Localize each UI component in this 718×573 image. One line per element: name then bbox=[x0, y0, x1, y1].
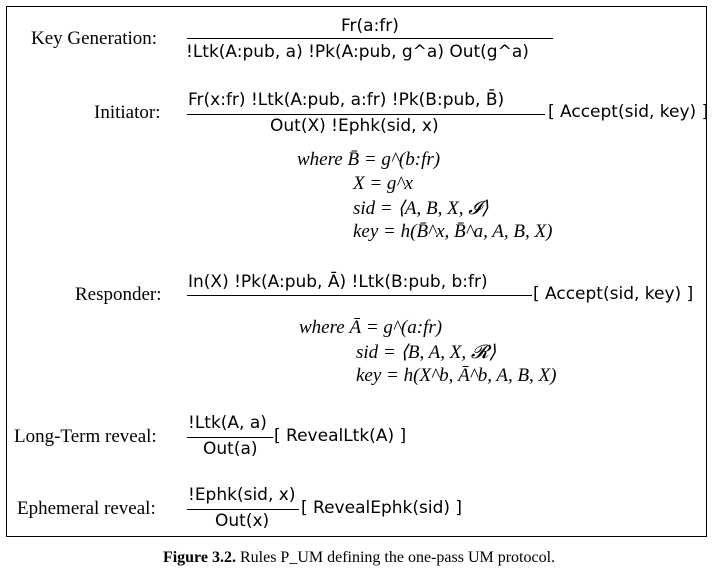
where-line-responder-2: key = h(X^b, Ā^b, A, B, X) bbox=[356, 365, 557, 386]
rule-action-ephemeral-reveal: [ RevealEphk(sid) ] bbox=[301, 498, 463, 518]
rule-action-initiator: [ Accept(sid, key) ] bbox=[548, 102, 709, 122]
where-line-initiator-2: sid = ⟨A, B, X, 𝓘⟩ bbox=[353, 198, 489, 219]
rule-label-key-generation: Key Generation: bbox=[31, 28, 158, 49]
rule-conclusions-long-term-reveal: Out(a) bbox=[203, 439, 258, 459]
inference-line-long-term-reveal bbox=[187, 437, 273, 438]
figure-frame bbox=[6, 6, 707, 537]
figure-caption-text: Rules P_UM defining the one-pass UM prot… bbox=[239, 549, 556, 566]
inference-line-key-generation bbox=[187, 38, 553, 39]
where-line-responder-0: where Ā = g^(a:fr) bbox=[299, 317, 443, 338]
rule-action-responder: [ Accept(sid, key) ] bbox=[533, 284, 694, 304]
rule-premises-long-term-reveal: !Ltk(A, a) bbox=[188, 413, 267, 433]
rule-label-initiator: Initiator: bbox=[94, 102, 161, 123]
rule-premises-key-generation: Fr(a:fr) bbox=[341, 16, 399, 36]
rule-conclusions-key-generation: !Ltk(A:pub, a) !Pk(A:pub, g^a) Out(g^a) bbox=[186, 42, 529, 62]
rule-premises-ephemeral-reveal: !Ephk(sid, x) bbox=[188, 485, 296, 505]
rule-premises-initiator: Fr(x:fr) !Ltk(A:pub, a:fr) !Pk(B:pub, B̄… bbox=[188, 90, 505, 110]
figure-caption: Figure 3.2. Rules P_UM defining the one-… bbox=[0, 549, 718, 567]
rule-premises-responder: In(X) !Pk(A:pub, Ā) !Ltk(B:pub, b:fr) bbox=[188, 272, 488, 292]
rule-label-responder: Responder: bbox=[75, 284, 162, 305]
inference-line-initiator bbox=[187, 114, 545, 115]
where-line-initiator-0: where B̄ = g^(b:fr) bbox=[297, 149, 441, 170]
inference-line-ephemeral-reveal bbox=[187, 509, 299, 510]
rule-conclusions-initiator: Out(X) !Ephk(sid, x) bbox=[270, 116, 439, 136]
inference-line-responder bbox=[187, 295, 532, 296]
where-line-responder-1: sid = ⟨B, A, X, 𝓡⟩ bbox=[356, 342, 497, 363]
rule-action-long-term-reveal: [ RevealLtk(A) ] bbox=[274, 426, 407, 446]
figure-caption-prefix: Figure 3.2. bbox=[162, 549, 236, 566]
where-line-initiator-3: key = h(B̄^x, B̄^a, A, B, X) bbox=[353, 221, 553, 242]
rule-label-long-term-reveal: Long-Term reveal: bbox=[14, 426, 157, 447]
rule-label-ephemeral-reveal: Ephemeral reveal: bbox=[17, 498, 156, 519]
where-line-initiator-1: X = g^x bbox=[353, 173, 413, 194]
rule-conclusions-ephemeral-reveal: Out(x) bbox=[215, 511, 270, 531]
